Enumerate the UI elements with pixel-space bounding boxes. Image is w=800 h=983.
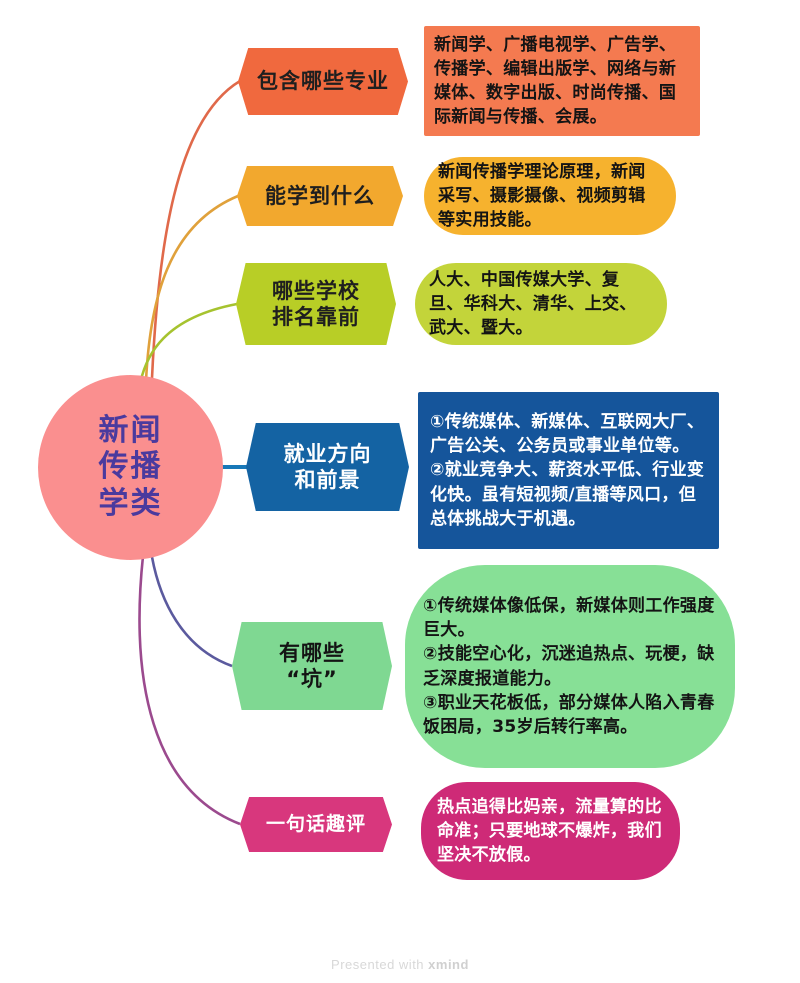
- detail-text-pitfalls: ①传统媒体像低保，新媒体则工作强度巨大。 ②技能空心化，沉迷追热点、玩梗，缺乏深…: [423, 596, 715, 737]
- topic-label-career: 就业方向 和前景: [283, 441, 372, 492]
- topic-node-majors[interactable]: 包含哪些专业: [238, 48, 408, 115]
- detail-text-quip: 热点追得比妈亲，流量算的比命准；只要地球不爆炸，我们坚决不放假。: [437, 796, 662, 866]
- detail-text-schools: 人大、中国传媒大学、复旦、华科大、清华、上交、武大、暨大。: [429, 269, 637, 339]
- topic-label-learn: 能学到什么: [265, 183, 375, 208]
- link-to-learn: [144, 194, 239, 382]
- detail-box-majors[interactable]: 新闻学、广播电视学、广告学、传播学、编辑出版学、网络与新媒体、数字出版、时尚传播…: [424, 26, 700, 136]
- topic-label-majors: 包含哪些专业: [257, 69, 389, 94]
- detail-text-majors: 新闻学、广播电视学、广告学、传播学、编辑出版学、网络与新媒体、数字出版、时尚传播…: [434, 34, 677, 128]
- topic-node-schools[interactable]: 哪些学校 排名靠前: [236, 263, 396, 345]
- detail-box-learn[interactable]: 新闻传播学理论原理，新闻采写、摄影摄像、视频剪辑等实用技能。: [424, 157, 676, 235]
- detail-text-learn: 新闻传播学理论原理，新闻采写、摄影摄像、视频剪辑等实用技能。: [438, 161, 646, 231]
- topic-node-learn[interactable]: 能学到什么: [237, 166, 403, 226]
- central-node-label: 新闻 传播 学类: [98, 412, 163, 521]
- topic-node-quip[interactable]: 一句话趣评: [240, 797, 392, 852]
- central-node[interactable]: 新闻 传播 学类: [38, 375, 223, 560]
- xmind-watermark: Presented with xmind: [0, 957, 800, 972]
- link-to-quip: [138, 555, 241, 826]
- detail-box-quip[interactable]: 热点追得比妈亲，流量算的比命准；只要地球不爆炸，我们坚决不放假。: [421, 782, 680, 880]
- topic-label-pitfalls: 有哪些 “坑”: [279, 640, 345, 691]
- topic-label-quip: 一句话趣评: [265, 812, 366, 835]
- link-to-majors: [150, 79, 241, 379]
- watermark-brand: xmind: [428, 957, 469, 972]
- topic-node-pitfalls[interactable]: 有哪些 “坑”: [232, 622, 392, 710]
- detail-text-career: ①传统媒体、新媒体、互联网大厂、广告公关、公务员或事业单位等。 ②就业竞争大、薪…: [430, 412, 705, 529]
- topic-label-schools: 哪些学校 排名靠前: [272, 278, 360, 329]
- link-to-pitfalls: [150, 556, 233, 668]
- detail-box-schools[interactable]: 人大、中国传媒大学、复旦、华科大、清华、上交、武大、暨大。: [415, 263, 667, 345]
- detail-box-career[interactable]: ①传统媒体、新媒体、互联网大厂、广告公关、公务员或事业单位等。 ②就业竞争大、薪…: [418, 392, 719, 549]
- watermark-prefix: Presented with: [331, 957, 429, 972]
- topic-node-career[interactable]: 就业方向 和前景: [246, 423, 409, 511]
- link-to-schools: [138, 302, 238, 385]
- detail-box-pitfalls[interactable]: ①传统媒体像低保，新媒体则工作强度巨大。 ②技能空心化，沉迷追热点、玩梗，缺乏深…: [405, 565, 735, 768]
